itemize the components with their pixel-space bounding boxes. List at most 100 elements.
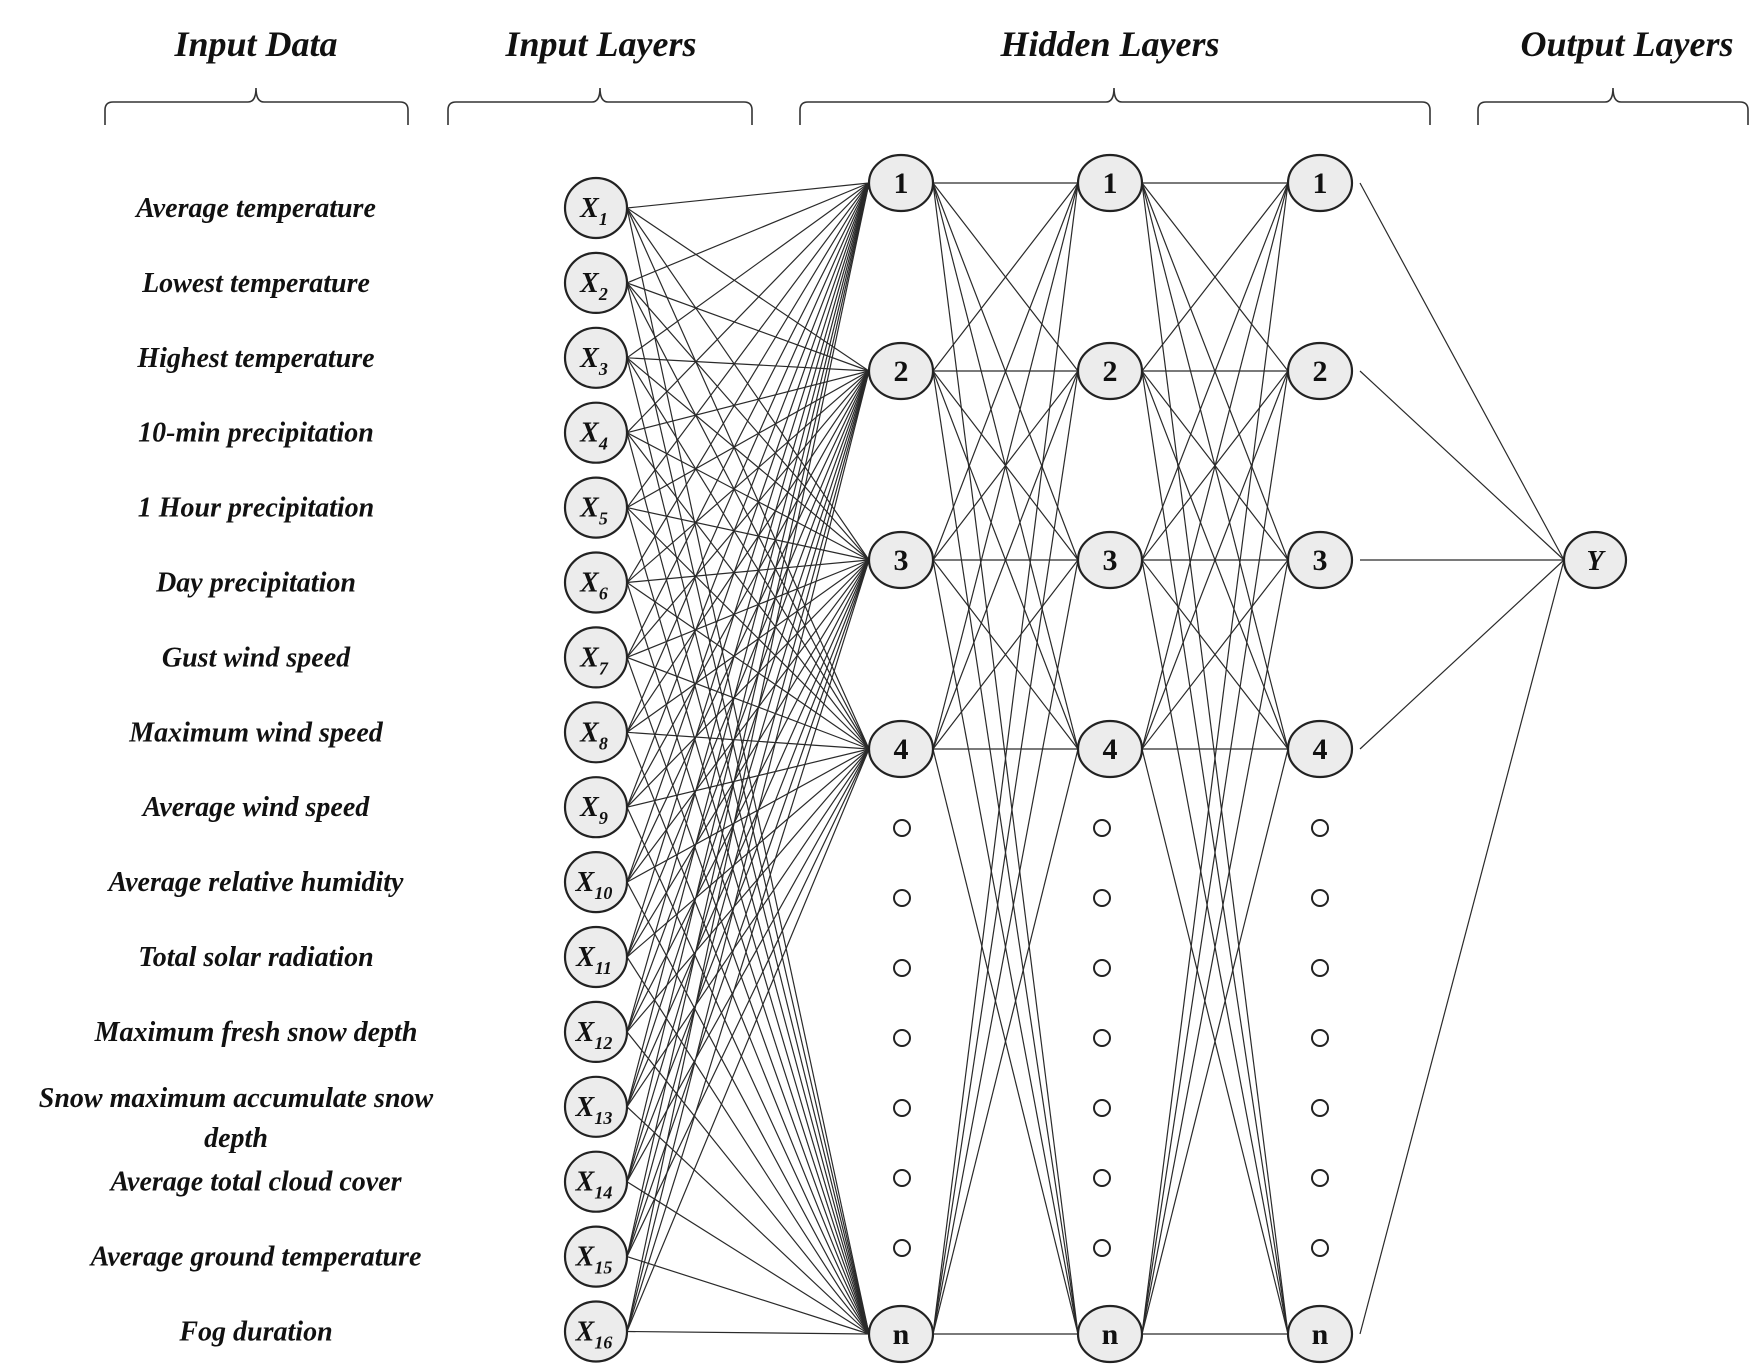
edge-input-12-to-h1-1 <box>626 182 870 1033</box>
edge-input-14-to-h1-n <box>626 1181 870 1335</box>
hidden-node-circle <box>867 341 935 401</box>
input-node-label: X12 <box>575 1017 613 1053</box>
edge-input-15-to-h1-2 <box>626 370 870 1257</box>
hidden-node-circle <box>1076 719 1144 779</box>
edge-h3-4-to-output <box>1359 559 1565 750</box>
edge-h2-4-to-h3-3 <box>1141 559 1289 750</box>
edge-input-3-to-h1-n <box>626 357 870 1335</box>
input-node-label: X14 <box>575 1167 613 1203</box>
hidden-node-circle <box>867 153 935 213</box>
ellipsis-dot <box>1311 819 1329 837</box>
edge-input-11-to-h1-n <box>626 956 870 1335</box>
ellipsis-dot <box>1311 1169 1329 1187</box>
input-node-label: X3 <box>579 343 608 379</box>
input-node-label: X10 <box>575 867 613 903</box>
feature-label: Average relative humidity <box>107 867 405 898</box>
edge-input-15-to-h1-4 <box>626 748 870 1257</box>
hidden-node-label: 2 <box>894 355 909 388</box>
input-node: X14 <box>563 1150 629 1213</box>
output-node-label: Y <box>1586 546 1606 577</box>
brace-output-layers <box>1477 87 1749 125</box>
feature-label: Fog duration <box>178 1317 332 1348</box>
feature-label: Maximum fresh snow depth <box>94 1017 418 1048</box>
hidden-node: 3 <box>1286 530 1354 590</box>
ellipsis-dot <box>1093 959 1111 977</box>
hidden-node-label: n <box>1312 1318 1329 1351</box>
edge-h2-n-to-h3-2 <box>1141 370 1289 1335</box>
header-output-layers: Output Layers <box>1520 24 1733 64</box>
input-node: X6 <box>563 551 629 614</box>
edge-input-10-to-h1-2 <box>626 370 870 883</box>
edge-h1-4-to-h2-1 <box>932 182 1079 750</box>
hidden-node: 1 <box>867 153 935 213</box>
input-node: X8 <box>563 701 629 764</box>
edge-h1-4-to-h2-3 <box>932 559 1079 750</box>
input-node-circle <box>563 850 629 914</box>
feature-label: Lowest temperature <box>141 268 370 299</box>
edge-input-15-to-h1-1 <box>626 182 870 1257</box>
edge-input-13-to-h1-n <box>626 1106 870 1335</box>
hidden-node-label: 1 <box>894 167 909 200</box>
hidden-node: 1 <box>1286 153 1354 213</box>
brace-input-layers <box>447 87 753 125</box>
hidden-node-label: 3 <box>894 544 909 577</box>
input-node: X5 <box>563 476 629 539</box>
edge-input-7-to-h1-n <box>626 657 870 1335</box>
input-node: X15 <box>563 1225 629 1288</box>
input-node-label: X13 <box>575 1092 613 1128</box>
hidden-node-circle <box>1286 530 1354 590</box>
hidden-node-label: n <box>893 1318 910 1351</box>
ellipsis-dot <box>893 959 911 977</box>
edge-input-3-to-h1-1 <box>626 182 870 359</box>
header-input-layers: Input Layers <box>504 24 696 64</box>
hidden-node-label: 1 <box>1313 167 1328 200</box>
input-node-circle <box>563 626 629 689</box>
hidden-node-label: 3 <box>1103 544 1118 577</box>
edge-input-2-to-h1-1 <box>626 182 870 284</box>
edge-h1-2-to-h2-1 <box>932 182 1079 372</box>
hidden-node-circle <box>867 530 935 590</box>
edge-h2-4-to-h3-2 <box>1141 370 1289 750</box>
edge-input-13-to-h1-2 <box>626 370 870 1107</box>
input-node-label: X16 <box>575 1317 613 1353</box>
feature-label: Average total cloud cover <box>108 1167 402 1198</box>
input-node-circle <box>563 776 629 839</box>
edge-h3-2-to-output <box>1359 370 1565 561</box>
edge-input-10-to-h1-1 <box>626 182 870 883</box>
input-node-circle <box>563 401 629 464</box>
edge-h1-n-to-h2-4 <box>932 748 1079 1335</box>
input-node: X3 <box>563 326 629 389</box>
hidden-node: n <box>1076 1304 1144 1364</box>
input-node-label: X2 <box>579 268 608 304</box>
edge-h3-n-to-output <box>1359 559 1565 1335</box>
edge-input-9-to-h1-2 <box>626 370 870 808</box>
feature-label: Average temperature <box>134 193 376 224</box>
hidden-node-circle <box>1286 1304 1354 1364</box>
feature-label: 10-min precipitation <box>138 418 374 449</box>
edge-input-11-to-h1-2 <box>626 370 870 958</box>
input-node: X9 <box>563 776 629 839</box>
edge-input-1-to-h1-1 <box>626 182 870 209</box>
edge-input-8-to-h1-2 <box>626 370 870 733</box>
hidden-node-circle <box>1076 1304 1144 1364</box>
input-node-circle <box>563 251 629 314</box>
input-node: X12 <box>563 1000 629 1064</box>
hidden-node-circle <box>1076 530 1144 590</box>
edge-input-7-to-h1-2 <box>626 370 870 658</box>
edge-input-6-to-h1-n <box>626 582 870 1335</box>
edge-input-12-to-h1-2 <box>626 370 870 1033</box>
edge-input-9-to-h1-1 <box>626 182 870 808</box>
input-node: X16 <box>563 1300 629 1363</box>
brace-input-data <box>104 87 409 125</box>
input-node-label: X1 <box>579 193 608 229</box>
input-node-label: X4 <box>579 418 608 454</box>
edge-h2-n-to-h3-4 <box>1141 748 1289 1335</box>
connection-edges <box>626 182 1565 1335</box>
ellipsis-dot <box>1093 1099 1111 1117</box>
input-node: X1 <box>563 176 629 240</box>
edge-h3-1-to-output <box>1359 182 1565 561</box>
